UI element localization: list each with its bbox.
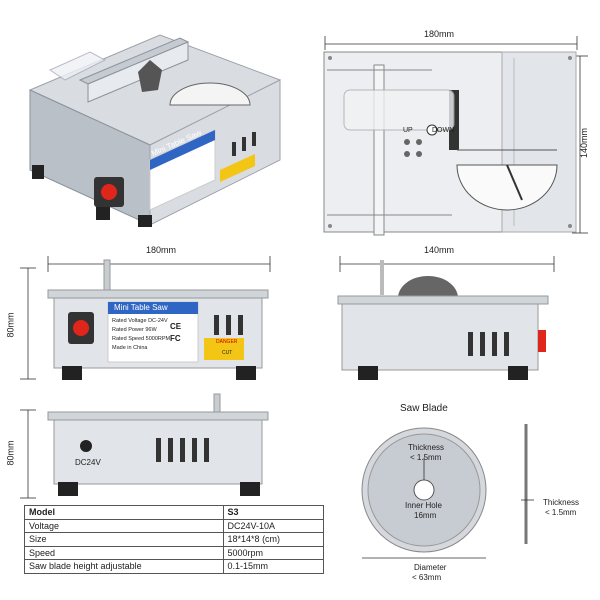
spec-table: Model S3 Voltage DC24V-10A Size 18*14*8 … [24, 505, 325, 574]
saw-blade-drawing [361, 427, 487, 559]
spec-row: Voltage DC24V-10A [24, 518, 325, 533]
blade-inner-hole-1: Inner Hole [405, 501, 442, 510]
front-label-voltage: Rated Voltage DC-24V [112, 318, 168, 324]
spec-table-header: Model S3 [24, 505, 325, 520]
front-label-origin: Made in China [112, 345, 148, 351]
spec-value: 0.1-15mm [222, 559, 325, 574]
back-height-dimension [20, 409, 36, 499]
front-label-power: Rated Power 96W [112, 327, 157, 333]
spec-value: DC24V-10A [222, 518, 325, 533]
front-danger-label: DANGER [216, 339, 238, 345]
spec-value: 18*14*8 (cm) [222, 532, 325, 547]
top-view-drawing [323, 51, 577, 236]
front-height-label: 80mm [5, 312, 16, 338]
side-width-label: 140mm [424, 245, 455, 255]
back-height-label: 80mm [5, 440, 16, 466]
spec-header-key: Model [24, 505, 224, 520]
blade-thickness-center-1: Thickness [408, 443, 445, 452]
side-view-drawing [337, 260, 549, 380]
top-width-dimension [324, 36, 578, 50]
blade-thickness-side-1: Thickness [543, 498, 580, 507]
front-label-ce: CE [170, 322, 182, 331]
spec-header-value: S3 [222, 505, 325, 520]
front-width-dimension [47, 256, 271, 272]
spec-row: Size 18*14*8 (cm) [24, 532, 325, 547]
spec-key: Voltage [24, 518, 224, 533]
front-height-dimension [20, 267, 36, 380]
front-label-fc: FC [170, 334, 181, 343]
blade-edge-drawing [521, 424, 534, 544]
spec-value: 5000rpm [222, 545, 325, 560]
front-view-drawing [47, 259, 269, 380]
front-width-label: 180mm [146, 245, 177, 255]
top-width-label: 180mm [424, 29, 455, 39]
spec-key: Saw blade height adjustable [24, 559, 224, 574]
blade-thickness-center-2: < 1.5mm [410, 453, 442, 462]
product-photo [28, 34, 282, 227]
blade-diameter-2: < 63mm [412, 573, 442, 582]
saw-blade-title: Saw Blade [400, 403, 448, 414]
back-power-label: DC24V [75, 458, 101, 467]
blade-inner-hole-2: 16mm [414, 511, 437, 520]
spec-row: Speed 5000rpm [24, 545, 325, 560]
spec-key: Size [24, 532, 224, 547]
front-label-title: Mini Table Saw [114, 303, 168, 312]
spec-key: Speed [24, 545, 224, 560]
up-label: UP [403, 127, 413, 134]
front-label-speed: Rated Speed 5000RPM [112, 336, 171, 342]
spec-row: Saw blade height adjustable 0.1-15mm [24, 559, 325, 574]
blade-thickness-side-2: < 1.5mm [545, 508, 577, 517]
front-cut-label: CUT [222, 350, 233, 356]
down-label: DOWN [432, 127, 455, 134]
blade-diameter-1: Diameter [414, 563, 447, 572]
back-view-drawing [47, 393, 269, 496]
side-width-dimension [339, 256, 555, 272]
